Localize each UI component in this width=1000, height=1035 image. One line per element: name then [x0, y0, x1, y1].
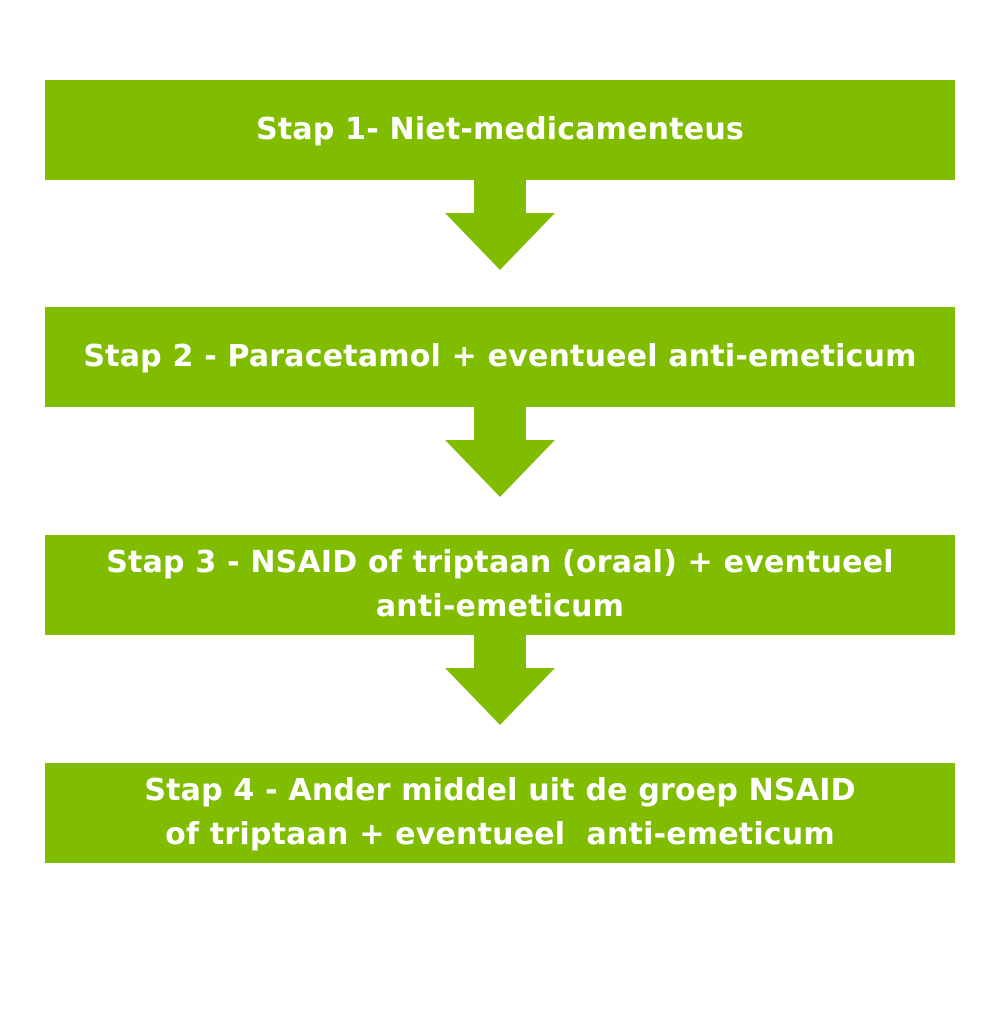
step-4-label-line-2: of triptaan + eventueel anti-emeticum [165, 817, 835, 852]
arrow-down-icon [445, 180, 555, 270]
step-4-label-line-1: Stap 4 - Ander middel uit de groep NSAID [144, 773, 856, 808]
step-1-box: Stap 1- Niet-medicamenteus [45, 80, 955, 180]
step-2-label: Stap 2 - Paracetamol + eventueel anti-em… [83, 339, 917, 374]
step-3-label-line-1: Stap 3 - NSAID of triptaan (oraal) + eve… [106, 545, 894, 580]
step-3-label-line-2: anti-emeticum [375, 589, 625, 624]
step-1-label: Stap 1- Niet-medicamenteus [256, 112, 744, 147]
step-3-box: Stap 3 - NSAID of triptaan (oraal) + eve… [45, 535, 955, 635]
arrow-down-icon [445, 407, 555, 497]
arrow-down-icon [445, 635, 555, 725]
step-4-box: Stap 4 - Ander middel uit de groep NSAID… [45, 763, 955, 863]
step-2-box: Stap 2 - Paracetamol + eventueel anti-em… [45, 307, 955, 407]
